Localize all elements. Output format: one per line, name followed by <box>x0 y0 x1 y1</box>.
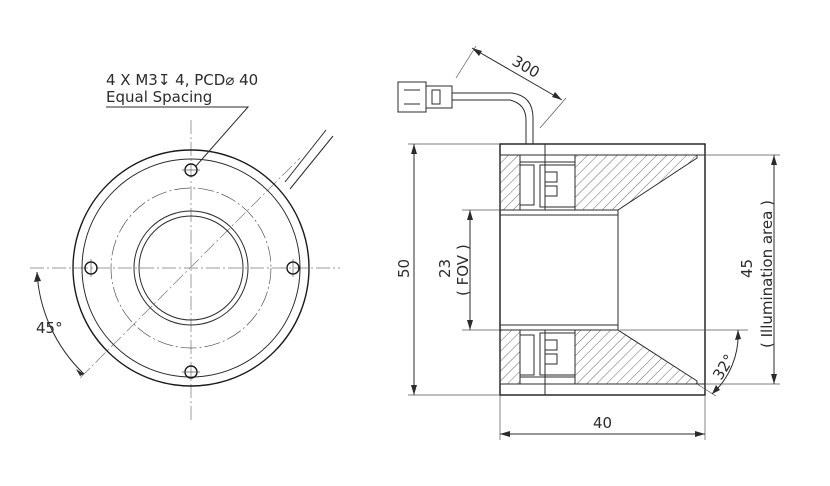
cable-length-label: 300 <box>509 52 543 82</box>
front-outer-ring <box>72 149 310 387</box>
cable-length-dim-line <box>471 47 563 101</box>
hole-note-line1: 4 X M3↧ 4, PCD⌀ 40 <box>106 71 258 89</box>
mounting-hole-right <box>286 259 300 277</box>
hole-note-line2: Equal Spacing <box>106 88 212 106</box>
side-view: 300 50 23 ( FOV ) 45 ( Illumination area… <box>395 45 780 440</box>
lower-cone-section <box>574 329 698 385</box>
angle-45-arc <box>36 271 85 375</box>
fov-value: 23 <box>436 259 454 278</box>
front-inner-ring-2 <box>138 215 244 321</box>
illum-label: ( Illumination area ) <box>758 200 776 348</box>
front-inner-ring <box>133 210 249 326</box>
hole-note-leader <box>106 106 250 167</box>
side-cable <box>452 92 534 144</box>
angle-45-label: 45° <box>36 319 63 337</box>
angle-45-arrow-bottom <box>76 369 84 376</box>
lower-led-housing <box>499 329 576 385</box>
front-centerline-45 <box>79 157 301 379</box>
height-label: 50 <box>395 259 413 278</box>
mounting-hole-top <box>182 163 200 177</box>
length-label: 40 <box>593 414 612 432</box>
mounting-hole-bottom <box>182 365 200 379</box>
front-cable <box>284 129 334 190</box>
fov-label: ( FOV ) <box>454 244 472 296</box>
front-view: 4 X M3↧ 4, PCD⌀ 40 Equal Spacing 45° <box>30 71 340 420</box>
upper-cone-section <box>574 154 698 211</box>
angle-45-arrow-top <box>34 272 41 282</box>
upper-led-housing <box>499 154 576 211</box>
mounting-hole-left <box>84 259 98 277</box>
cone-angle-label: 32° <box>709 351 738 383</box>
front-pcd-circle <box>110 187 272 349</box>
front-mid-ring <box>81 158 301 378</box>
connector-plug <box>397 81 453 113</box>
side-body-outline <box>499 143 706 396</box>
illum-value: 45 <box>738 259 756 278</box>
